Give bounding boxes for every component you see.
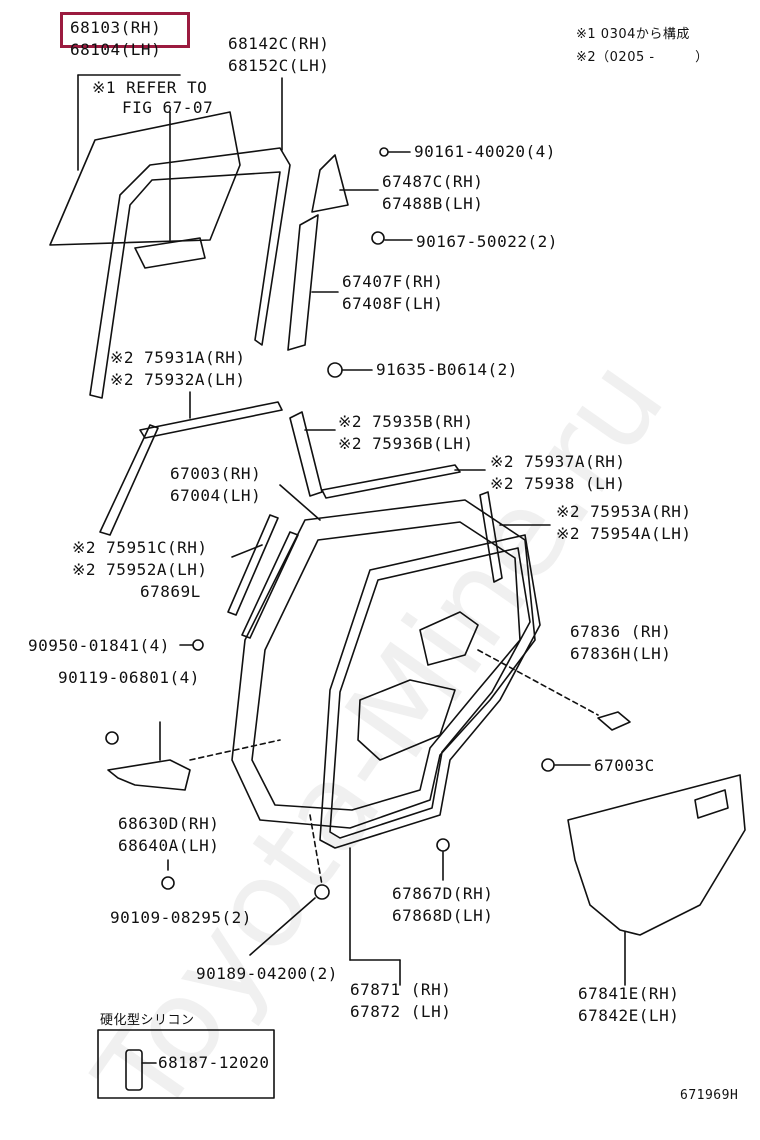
part-68142C[interactable]: 68142C(RH) [228,34,330,53]
door-inner-panel [251,521,521,811]
part-75951C[interactable]: ※2 75951C(RH) [72,538,208,557]
part-68187[interactable]: 68187-12020 [158,1053,270,1072]
figure-id: 671969H [680,1088,739,1103]
division-bar [287,214,319,351]
part-67869L[interactable]: 67869L [140,582,201,601]
part-68103[interactable]: 68103(RH) [70,18,162,37]
part-75952A[interactable]: ※2 75952A(LH) [72,560,208,579]
part-67867D[interactable]: 67867D(RH) [392,884,494,903]
service-hole-cover [567,774,746,936]
bolt-icon-3 [161,876,175,890]
part-68640A[interactable]: 68640A(LH) [118,836,220,855]
leader-line [279,484,321,521]
highlight-box [60,12,190,48]
part-75938[interactable]: ※2 75938 (LH) [490,474,626,493]
refer-text-1: ※1 REFER TO [92,78,208,97]
part-67407F[interactable]: 67407F(RH) [342,272,444,291]
nut-icon [314,884,330,900]
cover-opening [694,789,729,819]
screw-icon [327,362,343,378]
part-75953A[interactable]: ※2 75953A(RH) [556,502,692,521]
part-90119[interactable]: 90119-06801(4) [58,668,200,687]
bolt-icon [105,731,119,745]
sash-frame [311,154,349,213]
rear-weatherstrip [479,491,503,583]
leader-line [231,544,263,558]
screw-icon [371,231,385,245]
part-90950[interactable]: 90950-01841(4) [28,636,170,655]
dashed-leader [477,649,599,716]
part-67487C[interactable]: 67487C(RH) [382,172,484,191]
pillar-moulding [227,514,279,616]
part-90167[interactable]: 90167-50022(2) [416,232,558,251]
part-67488B[interactable]: 67488B(LH) [382,194,484,213]
dashed-leader [309,814,323,886]
part-67841E[interactable]: 67841E(RH) [578,984,680,1003]
pillar-moulding-2 [241,531,299,639]
door-shell [231,499,536,829]
silicone-tube-icon [125,1049,143,1091]
part-75954A[interactable]: ※2 75954A(LH) [556,524,692,543]
part-91635[interactable]: 91635-B0614(2) [376,360,518,379]
part-75935B[interactable]: ※2 75935B(RH) [338,412,474,431]
door-check [107,759,191,791]
refer-text-2: FIG 67-07 [122,98,214,117]
belt-moulding [139,401,283,439]
note-1: ※1 0304から構成 [576,27,690,42]
clip-icon [436,838,450,852]
note-2: ※2（0205 - ） [576,50,709,65]
door-opening [357,679,456,761]
part-67836[interactable]: 67836 (RH) [570,622,672,641]
part-68104[interactable]: 68104(LH) [70,40,162,59]
part-67003[interactable]: 67003(RH) [170,464,262,483]
bolt-icon-2 [192,639,204,651]
door-weatherstrip-inner [329,547,531,839]
part-67842E[interactable]: 67842E(LH) [578,1006,680,1025]
part-67868D[interactable]: 67868D(LH) [392,906,494,925]
front-weatherstrip [99,424,159,536]
part-67836H[interactable]: 67836H(LH) [570,644,672,663]
part-75937A[interactable]: ※2 75937A(RH) [490,452,626,471]
part-90189[interactable]: 90189-04200(2) [196,964,338,983]
part-75932A[interactable]: ※2 75932A(LH) [110,370,246,389]
part-68152C[interactable]: 68152C(LH) [228,56,330,75]
hole-plug [597,711,631,731]
glass-channel-block [134,237,206,269]
leader-line [249,897,316,956]
silicone-box [97,1029,275,1099]
pillar-garnish [289,411,323,497]
door-opening-2 [419,611,479,666]
part-67003C[interactable]: 67003C [594,756,655,775]
part-75936B[interactable]: ※2 75936B(LH) [338,434,474,453]
part-67871[interactable]: 67871 (RH) [350,980,452,999]
door-weatherstrip [319,534,541,849]
part-90161[interactable]: 90161-40020(4) [414,142,556,161]
glass-run-channel [89,147,291,399]
part-67872[interactable]: 67872 (LH) [350,1002,452,1021]
part-67408F[interactable]: 67408F(LH) [342,294,444,313]
part-75931A[interactable]: ※2 75931A(RH) [110,348,246,367]
part-68630D[interactable]: 68630D(RH) [118,814,220,833]
bolt-icon [379,147,389,157]
dashed-leader [189,739,281,761]
roof-moulding [321,464,461,499]
silicone-title: 硬化型シリコン [100,1013,195,1028]
exploded-diagram [49,74,746,1099]
part-67004[interactable]: 67004(LH) [170,486,262,505]
part-90109[interactable]: 90109-08295(2) [110,908,252,927]
clip-icon [541,758,555,772]
